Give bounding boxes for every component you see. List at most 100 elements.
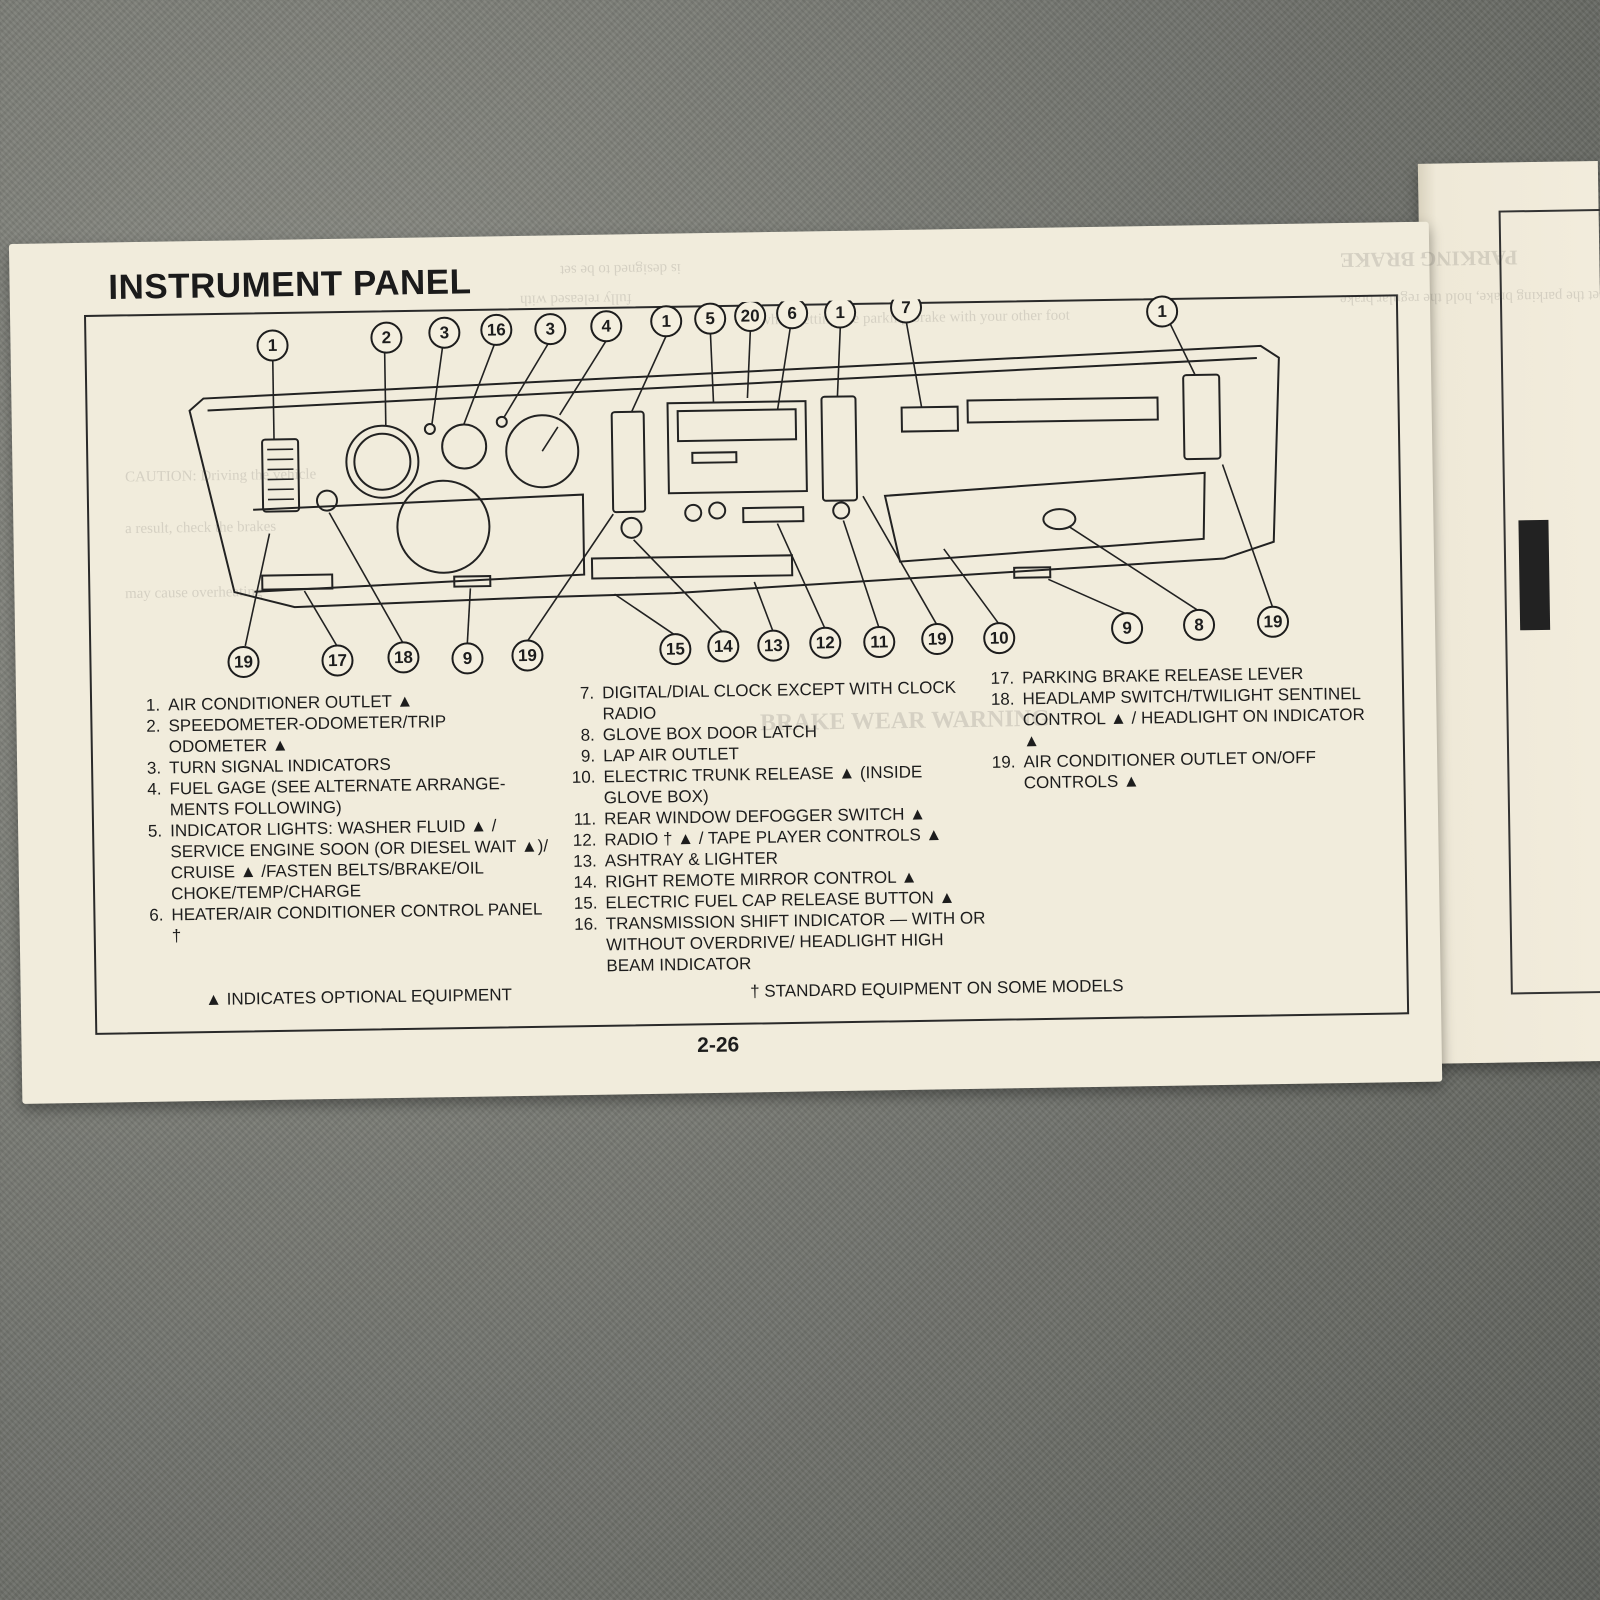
svg-text:1: 1 — [1157, 302, 1167, 321]
svg-text:14: 14 — [714, 637, 734, 656]
svg-text:16: 16 — [487, 320, 506, 339]
callout-19-outlet-control: 19 — [227, 645, 260, 678]
callout-19-outlet-control: 19 — [921, 623, 954, 656]
legend-number: 5. — [147, 821, 163, 841]
callout-19-outlet-control: 19 — [511, 639, 544, 672]
radio-display — [676, 408, 798, 443]
center-right-ac-outlet — [820, 395, 859, 502]
legend-number: 15. — [573, 893, 598, 913]
legend-number: 3. — [146, 758, 162, 778]
callout-20: 20 — [734, 299, 767, 332]
svg-text:4: 4 — [601, 317, 611, 336]
legend-number: 10. — [571, 767, 596, 787]
svg-text:19: 19 — [518, 646, 537, 665]
legend-number: 8. — [580, 725, 595, 745]
center-stack — [666, 400, 808, 495]
callout-18-headlamp-switch: 18 — [387, 641, 420, 674]
legend-item: 10.ELECTRIC TRUNK RELEASE ▲ (INSIDE GLOV… — [563, 760, 984, 809]
radio-knob — [684, 503, 703, 522]
callout-6-climate-control: 6 — [776, 297, 809, 330]
page-number: 2-26 — [697, 1033, 740, 1057]
legend-number: 7. — [579, 683, 595, 703]
mirror-control — [620, 516, 643, 539]
callout-1-center-right-outlet: 1 — [824, 296, 857, 329]
legend-number: 1. — [145, 695, 161, 715]
vent-louvers-left — [267, 448, 294, 501]
legend-item: 19.AIR CONDITIONER OUTLET ON/OFF CONTROL… — [983, 746, 1384, 794]
svg-text:3: 3 — [439, 323, 449, 342]
callout-13-ashtray: 13 — [757, 629, 790, 662]
bleed-text: is designed to be set — [559, 260, 681, 278]
lap-air-outlet — [1013, 566, 1052, 579]
shift-indicator — [441, 423, 488, 470]
legend-text: HEADLAMP SWITCH/TWILIGHT SENTINEL CONTRO… — [1022, 684, 1366, 751]
svg-text:1: 1 — [835, 303, 845, 322]
callout-15-fuel-cap-release: 15 — [659, 633, 692, 666]
legend-text: TRANSMISSION SHIFT INDICATOR — WITH OR W… — [605, 908, 986, 976]
bleed-text: PARKING BRAKE — [1339, 245, 1518, 273]
ashtray — [590, 554, 794, 580]
parking-brake-release — [261, 573, 334, 591]
legend-item: 4.FUEL GAGE (SEE ALTERNATE ARRANGE- MENT… — [129, 772, 550, 821]
legend-number: 2. — [146, 716, 161, 736]
legend-number: 14. — [573, 872, 598, 892]
svg-text:13: 13 — [764, 636, 783, 655]
callout-8-glove-box-latch: 8 — [1183, 608, 1216, 641]
svg-text:3: 3 — [545, 320, 555, 339]
legend-column-2: 7. DIGITAL/DIAL CLOCK EXCEPT WITH CLOCK R… — [562, 676, 987, 977]
legend-number: 12. — [572, 830, 597, 850]
svg-text:1: 1 — [268, 336, 278, 355]
svg-text:19: 19 — [1263, 612, 1282, 631]
instrument-panel-diagram: 1 2 3 16 3 4 1 5 20 6 1 7 1 19 17 18 9 1… — [110, 291, 1406, 692]
legend-number: 9. — [580, 746, 596, 766]
legend-text: HEATER/AIR CONDITIONER CONTROL PANEL † — [171, 899, 542, 946]
speedometer-inner — [353, 432, 412, 491]
right-ac-outlet — [1182, 373, 1222, 461]
legend-text: INDICATOR LIGHTS: WASHER FLUID ▲ / SERVI… — [169, 816, 549, 904]
callout-1-right-outlet: 1 — [1146, 295, 1179, 328]
svg-text:15: 15 — [666, 640, 685, 659]
legend-text: DIGITAL/DIAL CLOCK EXCEPT WITH CLOCK RAD… — [602, 677, 957, 724]
climate-slider — [691, 451, 738, 464]
legend-number: 18. — [990, 689, 1015, 709]
legend-item: 18. HEADLAMP SWITCH/TWILIGHT SENTINEL CON… — [982, 683, 1383, 752]
legend-item: 2.SPEEDOMETER-ODOMETER/TRIP ODOMETER ▲ — [128, 709, 549, 758]
legend-number: 16. — [574, 914, 598, 934]
callout-4-fuel-gage: 4 — [590, 310, 623, 343]
steering-column-outline — [396, 479, 491, 574]
glove-box-trim — [966, 396, 1159, 424]
radio-knob — [708, 501, 727, 520]
tape-player-controls — [742, 506, 805, 524]
callout-3-turn-signal: 3 — [534, 313, 567, 346]
legend-item: 16. TRANSMISSION SHIFT INDICATOR — WITH O… — [566, 907, 987, 977]
legend-text: FUEL GAGE (SEE ALTERNATE ARRANGE- MENTS … — [169, 774, 506, 820]
svg-text:12: 12 — [816, 633, 835, 652]
svg-text:7: 7 — [901, 298, 911, 317]
dashboard-lower-line — [253, 493, 586, 593]
legend-column-1: 1.AIR CONDITIONER OUTLET ▲ 2.SPEEDOMETER… — [128, 688, 552, 947]
dashboard-drawing: 1 2 3 16 3 4 1 5 20 6 1 7 1 19 17 18 9 1… — [188, 291, 1290, 678]
center-left-ac-outlet — [610, 410, 647, 514]
svg-text:6: 6 — [787, 304, 797, 323]
speedometer — [345, 424, 420, 499]
svg-text:5: 5 — [705, 309, 715, 328]
dashboard-outline — [188, 344, 1280, 609]
callout-7-clock: 7 — [890, 291, 923, 324]
next-page-dark-block — [1518, 519, 1551, 631]
page-title: INSTRUMENT PANEL — [108, 262, 472, 307]
turn-signal-indicator — [423, 422, 436, 435]
fuel-gage — [505, 414, 580, 489]
turn-signal-indicator — [495, 415, 508, 428]
svg-text:17: 17 — [328, 651, 347, 670]
legend-text: AIR CONDITIONER OUTLET ON/OFF CONTROLS ▲ — [1023, 747, 1317, 793]
svg-text:19: 19 — [234, 652, 253, 671]
svg-text:20: 20 — [741, 306, 760, 325]
callout-12-radio: 12 — [809, 626, 842, 659]
glove-box-door — [883, 471, 1206, 563]
callout-17-parking-brake: 17 — [321, 644, 354, 677]
callout-11-defogger: 11 — [863, 625, 896, 658]
legend-number: 17. — [990, 668, 1015, 688]
legend-column-3: 17.PARKING BRAKE RELEASE LEVER 18.HEADLA… — [982, 662, 1384, 794]
callout-9-lap-outlet: 9 — [1111, 612, 1144, 645]
svg-text:9: 9 — [463, 649, 473, 668]
